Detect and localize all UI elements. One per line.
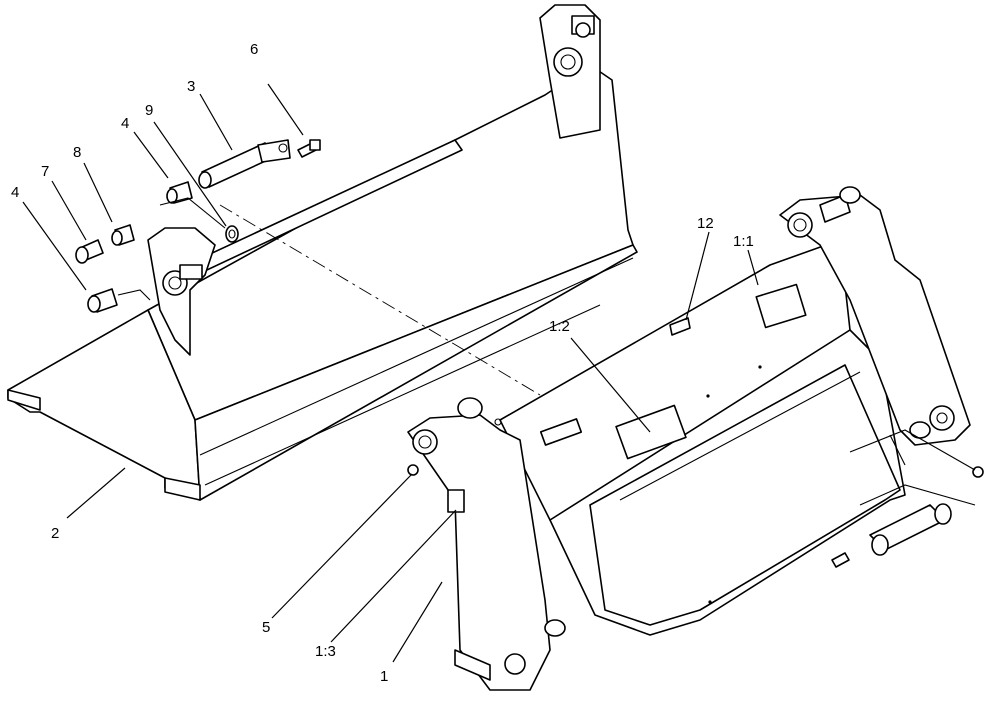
- bucket-cutting-edge: [194, 244, 638, 501]
- callout-1: 1: [380, 668, 388, 685]
- callout-8: 8: [73, 144, 81, 161]
- hardware-group: [75, 139, 321, 313]
- washer: [225, 225, 239, 243]
- decal-12: [669, 317, 691, 336]
- callout-5: 5: [262, 619, 270, 636]
- callout-1-3: 1:3: [315, 643, 336, 660]
- decal-1-2: [615, 404, 687, 460]
- callout-3: 3: [187, 78, 195, 95]
- callout-1-1: 1:1: [733, 233, 754, 250]
- callout-2: 2: [51, 525, 59, 542]
- frame-inner-tray: [589, 364, 901, 626]
- bucket-assembly: [7, 4, 638, 501]
- callout-4-lower: 4: [11, 184, 19, 201]
- callout-4-upper: 4: [121, 115, 129, 132]
- decal-1-3: [447, 489, 465, 513]
- leader-lines: [22, 83, 759, 663]
- decal-1-1: [755, 283, 807, 329]
- callout-1-2: 1:2: [549, 318, 570, 335]
- frame-assembly: [407, 186, 984, 691]
- decal-plate: [539, 418, 583, 446]
- callout-7: 7: [41, 163, 49, 180]
- nut: [407, 464, 419, 476]
- callout-6: 6: [250, 41, 258, 58]
- callout-9: 9: [145, 102, 153, 119]
- callouts: 6 3 4 9 8 7 4 2 12 1:1 1:2 5 1:3 1: [11, 41, 754, 685]
- callout-12: 12: [697, 215, 714, 232]
